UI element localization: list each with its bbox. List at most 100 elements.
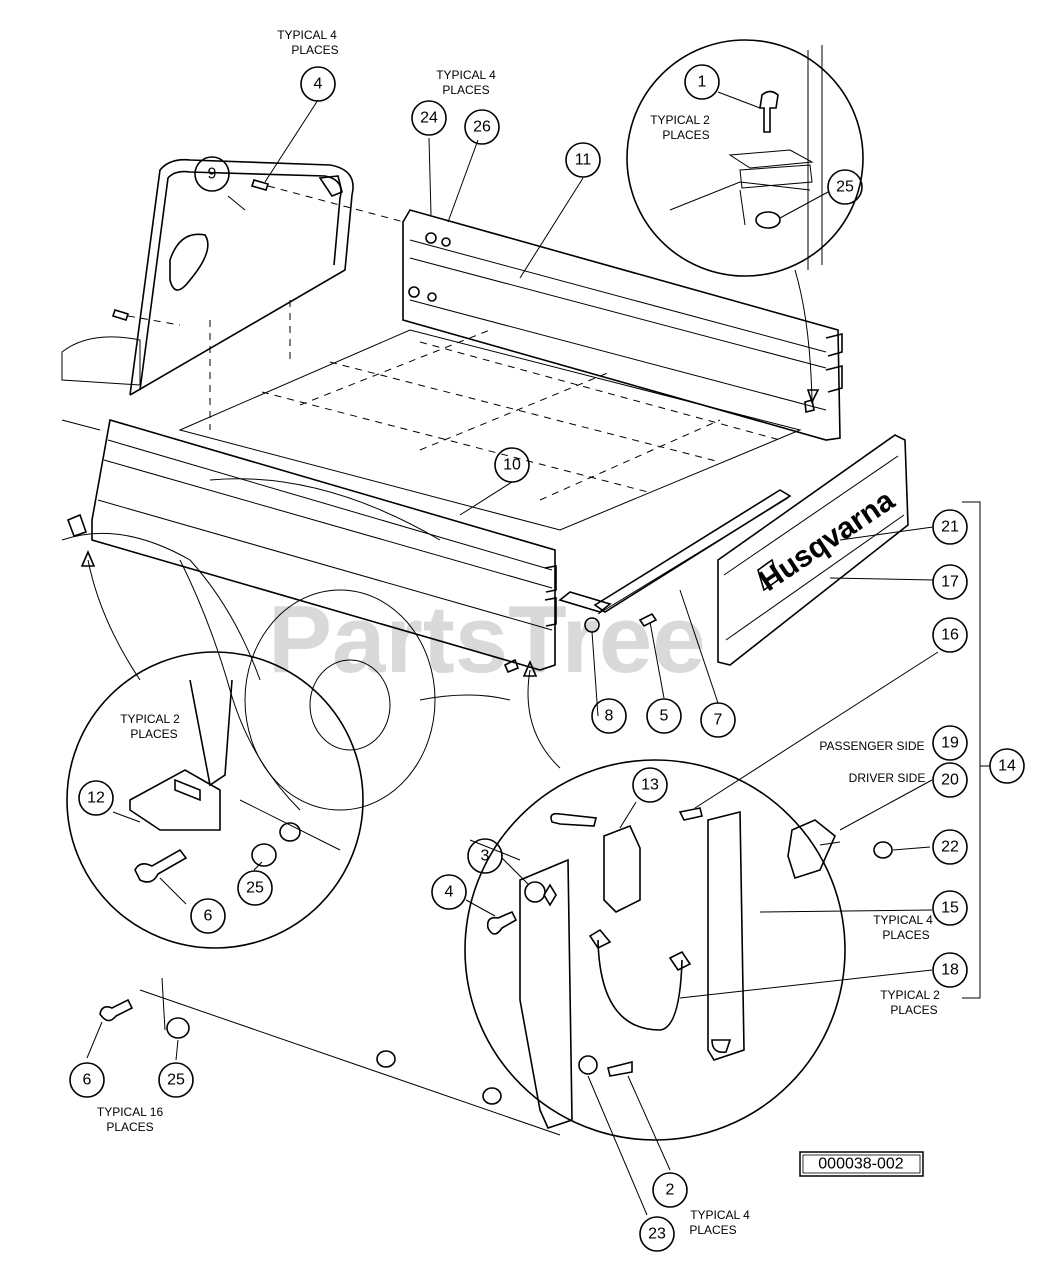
callout-2[interactable]: 2 (652, 1172, 688, 1208)
callout-5[interactable]: 5 (646, 698, 682, 734)
svg-text:6: 6 (204, 908, 213, 925)
callout-8[interactable]: 8 (591, 698, 627, 734)
svg-text:1: 1 (698, 74, 707, 91)
note-typical4-top-left-l1: TYPICAL 4 (277, 28, 337, 42)
svg-text:26: 26 (473, 119, 491, 136)
svg-text:19: 19 (941, 735, 959, 752)
svg-text:18: 18 (941, 962, 959, 979)
callout-9[interactable]: 9 (194, 156, 230, 192)
note-typical16-l2: PLACES (106, 1120, 153, 1134)
svg-text:8: 8 (605, 708, 614, 725)
watermark: PartsTree (268, 586, 706, 693)
detail-lower-left (66, 549, 364, 949)
svg-text:17: 17 (941, 574, 959, 591)
brand-label: Husqvarna (753, 484, 900, 598)
notes: TYPICAL 4 PLACES TYPICAL 4 PLACES TYPICA… (97, 28, 940, 1237)
note-typical2-detail-left-l1: TYPICAL 2 (120, 712, 180, 726)
callout-21[interactable]: 21 (932, 509, 968, 545)
svg-text:2: 2 (666, 1182, 675, 1199)
callout-25-left[interactable]: 25 (237, 870, 273, 906)
svg-text:7: 7 (714, 712, 723, 729)
rail-and-hardware (503, 489, 792, 674)
callout-26[interactable]: 26 (464, 109, 500, 145)
note-typical4-bottom-l2: PLACES (689, 1223, 736, 1237)
callout-23[interactable]: 23 (639, 1216, 675, 1252)
callout-22[interactable]: 22 (932, 829, 968, 865)
callout-1[interactable]: 1 (684, 64, 720, 100)
svg-text:6: 6 (83, 1072, 92, 1089)
svg-text:23: 23 (648, 1226, 666, 1243)
callout-7[interactable]: 7 (700, 702, 736, 738)
callout-4-lower[interactable]: 4 (431, 874, 467, 910)
drawing-number-box: 000038-002 (799, 1151, 924, 1177)
svg-text:25: 25 (836, 179, 854, 196)
svg-text:4: 4 (314, 76, 323, 93)
callout-11[interactable]: 11 (565, 142, 601, 178)
vehicle-body-outline (61, 336, 511, 811)
callout-14[interactable]: 14 (989, 748, 1025, 784)
callout-13[interactable]: 13 (632, 767, 668, 803)
note-typical2-detail-left-l2: PLACES (130, 727, 177, 741)
callout-17[interactable]: 17 (932, 564, 968, 600)
svg-text:25: 25 (167, 1072, 185, 1089)
callout-19[interactable]: 19 (932, 725, 968, 761)
headache-rack (129, 158, 354, 396)
svg-text:25: 25 (246, 880, 264, 897)
svg-text:5: 5 (660, 708, 669, 725)
note-typical2-right-l2: PLACES (890, 1003, 937, 1017)
svg-text:24: 24 (420, 110, 438, 127)
leader-lines (86, 91, 939, 1216)
note-typical4-top-mid-l2: PLACES (442, 83, 489, 97)
callout-25[interactable]: 25 (827, 169, 863, 205)
note-typical2-detail-top-l2: PLACES (662, 128, 709, 142)
assembly-leaders (127, 185, 405, 326)
callout-18[interactable]: 18 (932, 952, 968, 988)
side-panel-lower (99, 977, 561, 1136)
side-panel (66, 418, 557, 671)
callouts: 4 9 24 26 11 1 25 10 21 17 16 8 5 7 19 2… (69, 64, 1025, 1252)
detail-top-right (626, 39, 864, 405)
tailgate: Husqvarna (717, 434, 909, 666)
front-panel (402, 209, 843, 441)
note-driver-side: DRIVER SIDE (849, 771, 926, 785)
note-typical16-l1: TYPICAL 16 (97, 1105, 164, 1119)
callout-10[interactable]: 10 (494, 447, 530, 483)
note-passenger-side: PASSENGER SIDE (819, 739, 924, 753)
note-typical2-right-l1: TYPICAL 2 (880, 988, 940, 1002)
callout-16[interactable]: 16 (932, 617, 968, 653)
callout-20[interactable]: 20 (932, 762, 968, 798)
note-typical2-detail-top-l1: TYPICAL 2 (650, 113, 710, 127)
svg-text:20: 20 (941, 772, 959, 789)
callout-bracket-14 (962, 501, 990, 999)
detail-lower-right (464, 659, 893, 1141)
svg-text:11: 11 (575, 152, 592, 169)
note-typical4-top-mid-l1: TYPICAL 4 (436, 68, 496, 82)
svg-text:4: 4 (445, 884, 454, 901)
svg-text:3: 3 (481, 848, 490, 865)
svg-text:22: 22 (941, 839, 959, 856)
note-typical4-right-l1: TYPICAL 4 (873, 913, 933, 927)
svg-text:9: 9 (208, 166, 217, 183)
svg-text:21: 21 (941, 519, 959, 536)
callout-4[interactable]: 4 (300, 66, 336, 102)
svg-text:14: 14 (998, 758, 1016, 775)
note-typical4-top-left-l2: PLACES (291, 43, 338, 57)
callout-6-lower[interactable]: 6 (69, 1062, 105, 1098)
svg-text:16: 16 (941, 627, 959, 644)
callout-12[interactable]: 12 (78, 780, 114, 816)
cargo-bed-floor (178, 300, 802, 531)
callout-25-lower[interactable]: 25 (158, 1062, 194, 1098)
note-typical4-right-l2: PLACES (882, 928, 929, 942)
svg-text:10: 10 (503, 457, 521, 474)
svg-text:12: 12 (87, 790, 105, 807)
svg-text:15: 15 (941, 900, 959, 917)
callout-15[interactable]: 15 (932, 890, 968, 926)
note-typical4-bottom-l1: TYPICAL 4 (690, 1208, 750, 1222)
callout-6[interactable]: 6 (190, 898, 226, 934)
drawing-number: 000038-002 (818, 1156, 904, 1173)
callout-3[interactable]: 3 (467, 838, 503, 874)
svg-text:13: 13 (641, 777, 659, 794)
fasteners (111, 179, 815, 414)
callout-24[interactable]: 24 (411, 100, 447, 136)
